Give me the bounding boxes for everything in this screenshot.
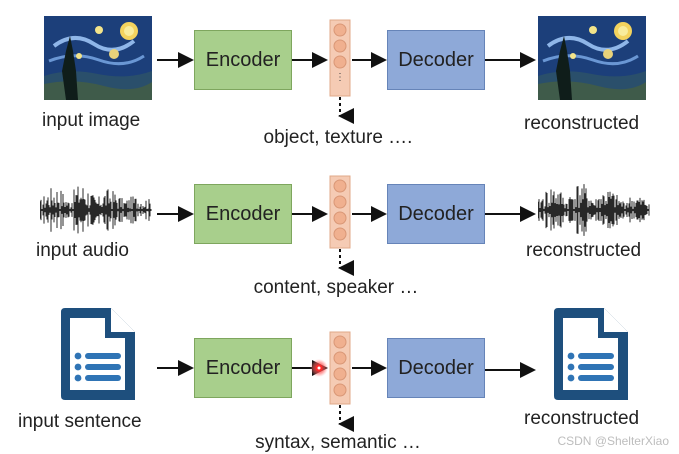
output-painting-image bbox=[538, 16, 646, 100]
output-label-image: reconstructed bbox=[524, 113, 640, 134]
latent-column-image: ⋮ bbox=[329, 19, 354, 124]
output-label-audio: reconstructed bbox=[526, 240, 642, 261]
latent-column-sentence bbox=[329, 331, 354, 432]
latent-caption-image: object, texture …. bbox=[263, 127, 413, 148]
decoder-box-image: Decoder bbox=[387, 30, 485, 90]
latent-column-audio bbox=[329, 175, 354, 276]
encoder-box-audio: Encoder bbox=[194, 184, 292, 244]
input-painting-image bbox=[44, 16, 152, 100]
watermark: CSDN @ShelterXiao bbox=[557, 434, 669, 448]
decoder-box-sentence: Decoder bbox=[387, 338, 485, 398]
input-waveform-audio bbox=[39, 180, 152, 245]
output-waveform-audio bbox=[537, 180, 650, 245]
input-label-audio: input audio bbox=[36, 240, 129, 261]
encoder-box-image: Encoder bbox=[194, 30, 292, 90]
cursor-pointer-icon bbox=[310, 359, 328, 377]
input-label-image: input image bbox=[42, 110, 141, 131]
latent-caption-audio: content, speaker … bbox=[253, 277, 419, 298]
output-label-sentence: reconstructed bbox=[524, 408, 640, 429]
document-icon-input bbox=[61, 308, 135, 405]
input-label-sentence: input sentence bbox=[18, 411, 142, 432]
latent-caption-sentence: syntax, semantic … bbox=[255, 432, 421, 453]
encoder-box-sentence: Encoder bbox=[194, 338, 292, 398]
decoder-box-audio: Decoder bbox=[387, 184, 485, 244]
svg-text:⋮: ⋮ bbox=[335, 72, 345, 83]
document-icon-output bbox=[554, 308, 628, 405]
